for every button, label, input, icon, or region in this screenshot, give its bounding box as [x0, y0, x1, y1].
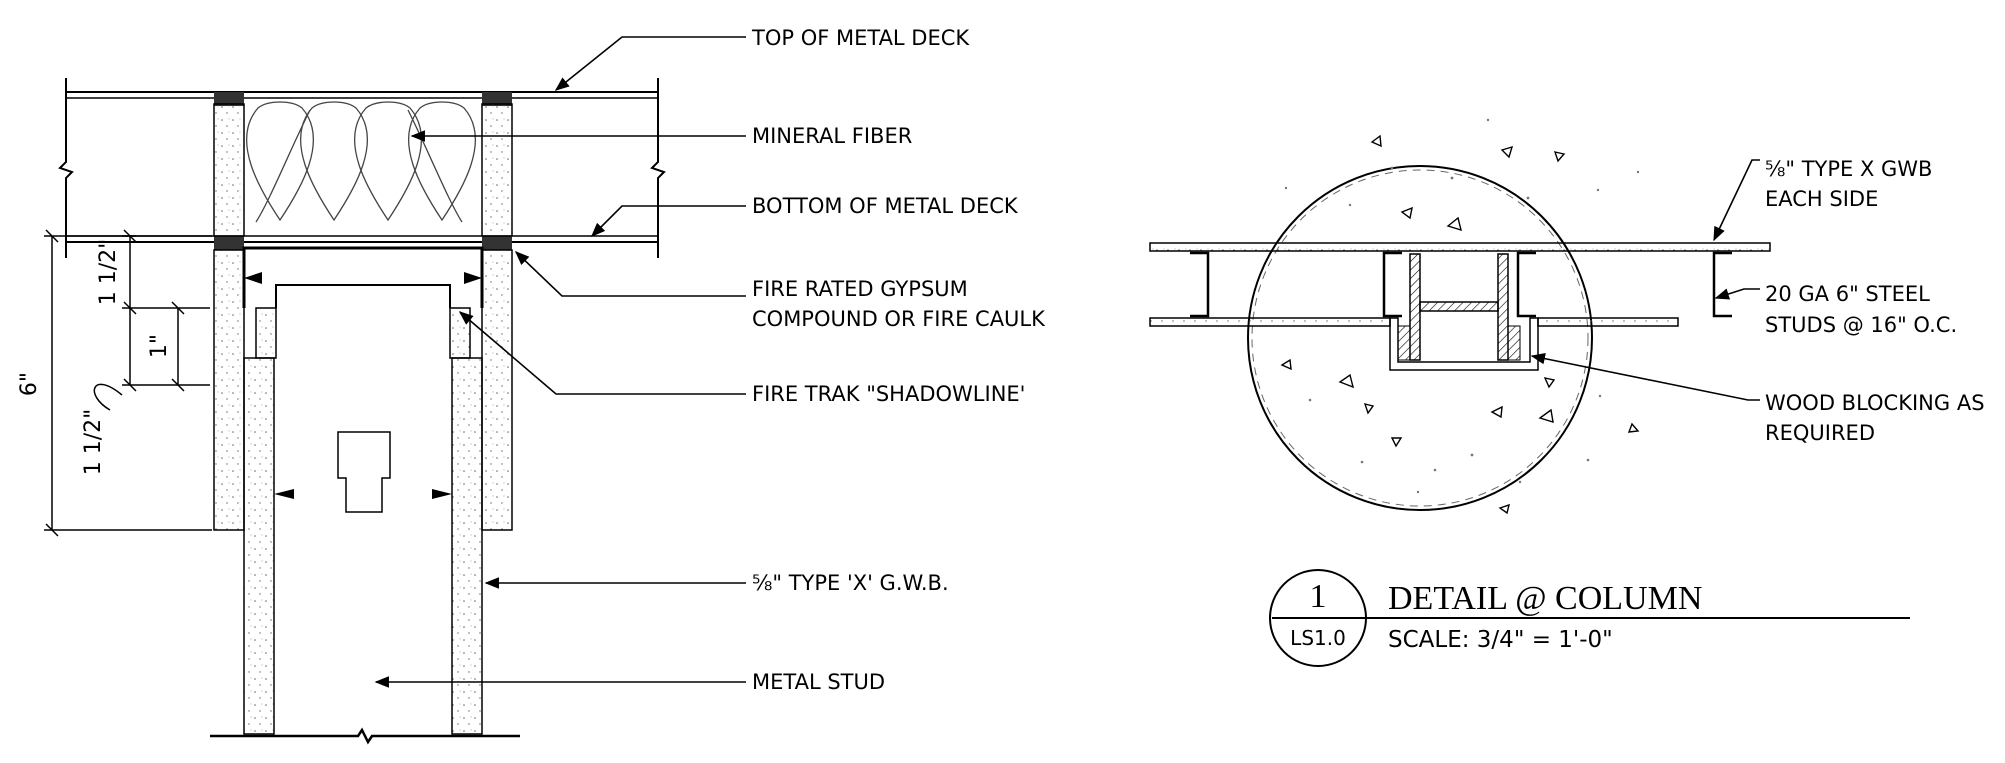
- trak-lip-left: [255, 307, 277, 359]
- trak-lip-right: [449, 307, 471, 359]
- break-line-left: [58, 78, 74, 258]
- label-gwb-line1: ⅝" TYPE X GWB: [1765, 157, 1932, 181]
- gypsum-lower-outer-left: [213, 249, 245, 531]
- wood-blocking-right: [1497, 253, 1509, 361]
- label-gwb-line2: EACH SIDE: [1765, 187, 1878, 211]
- steel-studs: [1190, 251, 1732, 318]
- label-metal-stud: METAL STUD: [752, 670, 885, 694]
- concrete-aggregate: [1280, 134, 1640, 515]
- dim-overall: 6": [17, 372, 42, 396]
- detail-number: 1: [1310, 578, 1327, 615]
- left-section-detail: 6" 1 1/2" 1" 1 1/2" TOP OF METAL DECK MI…: [17, 26, 1046, 745]
- caulk-top-left: [214, 92, 244, 106]
- label-blocking-line1: WOOD BLOCKING AS: [1765, 391, 1985, 415]
- label-mineral-fiber: MINERAL FIBER: [752, 124, 912, 148]
- gwb-top-board: [1149, 242, 1771, 252]
- caulk-top-right: [482, 92, 512, 106]
- fire-trak-inner: [275, 284, 451, 308]
- blocking-side-left: [1397, 325, 1411, 361]
- gypsum-upper-right: [481, 103, 513, 237]
- dim-middle: 1": [147, 334, 172, 358]
- break-line-right: [650, 78, 666, 258]
- blocking-side-right: [1507, 325, 1521, 361]
- right-plan-detail: ⅝" TYPE X GWB EACH SIDE 20 GA 6" STEEL S…: [1149, 118, 1985, 515]
- dim-bottom: 1 1/2": [81, 409, 106, 476]
- concrete-column: [1247, 165, 1593, 511]
- gypsum-upper-left: [213, 103, 245, 237]
- caulk-bottom-right: [482, 236, 512, 250]
- label-gwb: ⅝" TYPE 'X' G.W.B.: [752, 571, 949, 595]
- gypsum-lower-outer-right: [481, 249, 513, 531]
- wood-blocking-left: [1409, 253, 1421, 361]
- label-fire-trak: FIRE TRAK "SHADOWLINE': [752, 382, 1025, 406]
- metal-deck-bottom: [66, 235, 658, 243]
- sheet-number: LS1.0: [1290, 626, 1346, 650]
- mineral-fiber-insulation: [246, 101, 476, 223]
- label-blocking-line2: REQUIRED: [1765, 421, 1875, 445]
- leader-lines-right: [1530, 159, 1760, 401]
- detail-title: DETAIL @ COLUMN: [1388, 580, 1702, 617]
- label-top-of-deck: TOP OF METAL DECK: [751, 26, 970, 50]
- gwb-bottom-board-left: [1149, 317, 1391, 327]
- metal-stud-knockout: [337, 431, 391, 513]
- leader-lines-left: [374, 36, 746, 688]
- label-studs-line2: STUDS @ 16" O.C.: [1765, 313, 1957, 337]
- label-gypsum-line2: COMPOUND OR FIRE CAULK: [752, 307, 1046, 331]
- dimension-lines: [44, 229, 212, 537]
- screw-fasteners: [244, 272, 482, 499]
- gwb-bottom-board-right: [1537, 317, 1679, 327]
- detail-scale: SCALE: 3/4" = 1'-0": [1388, 627, 1613, 653]
- label-bottom-of-deck: BOTTOM OF METAL DECK: [752, 194, 1019, 218]
- label-studs-line1: 20 GA 6" STEEL: [1765, 282, 1930, 306]
- gypsum-wall-left: [243, 357, 275, 735]
- caulk-bottom-left: [214, 236, 244, 250]
- dim-top: 1 1/2": [96, 239, 121, 306]
- metal-deck-top: [66, 91, 658, 99]
- fire-trak-channel: [242, 246, 484, 308]
- concrete-specks: [1284, 118, 1640, 494]
- detail-title-block: 1 LS1.0 DETAIL @ COLUMN SCALE: 3/4" = 1'…: [1269, 569, 1910, 667]
- label-gypsum-line1: FIRE RATED GYPSUM: [752, 277, 968, 301]
- base-break-line: [210, 727, 520, 745]
- gypsum-wall-right: [451, 357, 483, 735]
- wood-blocking-bar: [1419, 301, 1499, 312]
- column-core-dashed: [1251, 169, 1589, 507]
